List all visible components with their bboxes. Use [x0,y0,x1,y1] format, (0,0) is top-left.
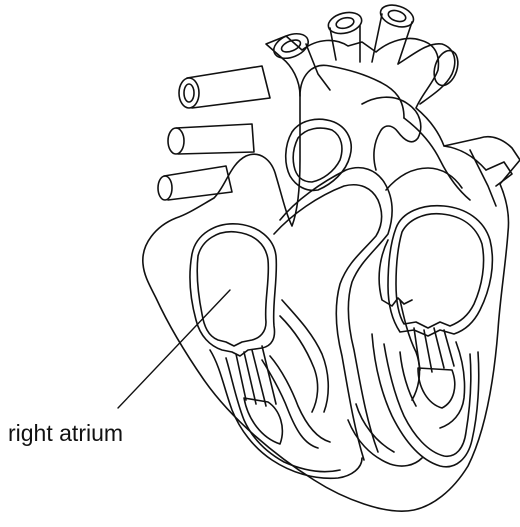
mitral-chordae [414,328,454,372]
vessel-tube-middle [176,124,254,154]
vessel-tube-middle-opening [168,128,184,154]
papillary-muscle-right [244,398,282,444]
aorta-arch [300,65,404,118]
aorta-branch-1 [270,29,312,63]
vessel-tube-lower-opening [158,176,172,200]
vessel-tube-lower [164,166,232,200]
pulmonary-trunk [362,97,421,170]
pulmonary-artery [398,44,455,104]
right-atrium [190,224,276,356]
aorta-branch-2 [326,9,364,37]
papillary-muscle-left [418,368,455,408]
right-atrium-label: right atrium [8,422,123,445]
vessel-tube-upper-opening [179,78,199,108]
vessel-tube-upper [187,66,270,108]
left-ventricle [372,334,479,467]
right-atrium-pointer-line [118,290,230,408]
